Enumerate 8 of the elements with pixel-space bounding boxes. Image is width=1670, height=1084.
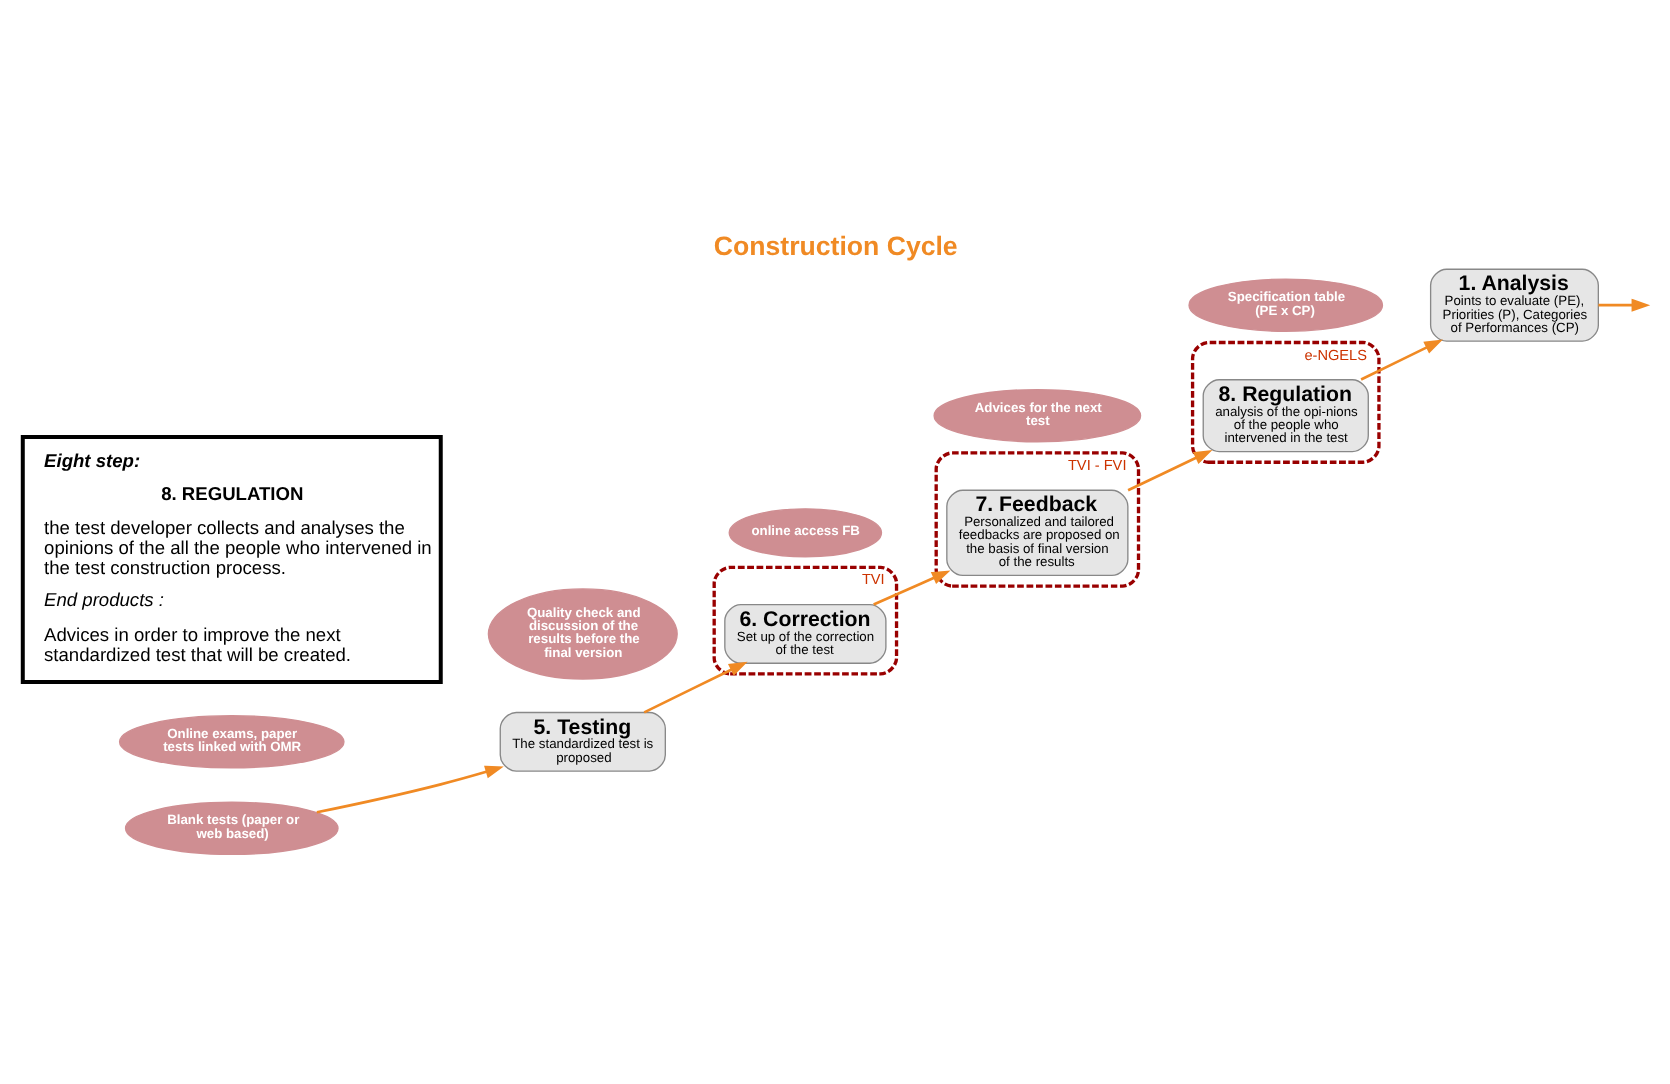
arrow <box>316 765 504 814</box>
arrow <box>1598 298 1651 312</box>
diagram-title: Construction Cycle <box>713 230 958 261</box>
arrow <box>643 661 748 714</box>
arrow <box>873 570 951 606</box>
node-box: Eight step: 8. REGULATION the test developer collects and analyses the opinions of the all the people who intervened in the test construction process. End products : Advices in order to improve the next standardized test that will be created. <box>20 435 443 684</box>
arrow <box>1360 339 1443 381</box>
arrow <box>1127 449 1213 492</box>
